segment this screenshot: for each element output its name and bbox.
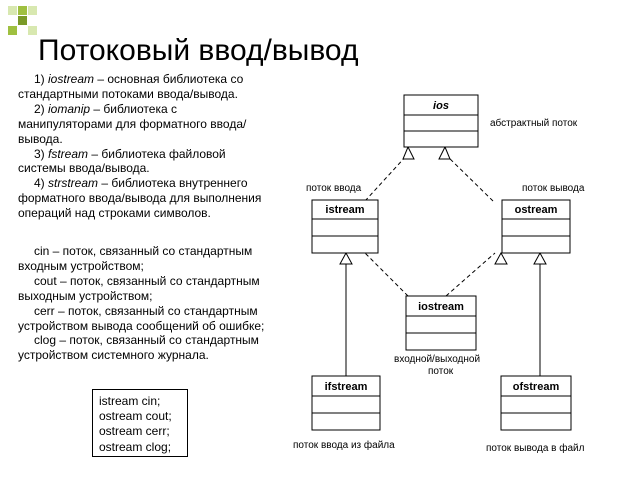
- vertical-connectors: [345, 264, 541, 376]
- label-file-output-stream: поток вывода в файл: [486, 442, 585, 454]
- class-ifstream: ifstream: [311, 375, 381, 431]
- decor-square-4: [18, 16, 27, 25]
- arrow-head: [438, 145, 451, 160]
- arrow-head: [494, 251, 508, 265]
- arrowheads: [339, 145, 547, 265]
- class-name-ofstream: ofstream: [513, 381, 560, 393]
- label-output-stream: поток вывода: [522, 183, 585, 194]
- class-istream: istream: [311, 199, 379, 254]
- decor-square-1: [8, 6, 17, 15]
- library-item: 4) strstream – библиотека внутреннего фо…: [18, 176, 262, 221]
- code-line: istream cin;: [99, 394, 161, 408]
- label-input-stream: поток ввода: [306, 183, 362, 194]
- connector-iostream-istream: [364, 252, 409, 297]
- slide-title: Потоковый ввод/вывод: [38, 34, 359, 67]
- decor-square-6: [28, 26, 37, 35]
- connectors: [364, 153, 496, 297]
- stream-item: cout – поток, связанный со стандартным в…: [18, 273, 260, 303]
- label-io-stream-line1: входной/выходной: [394, 354, 480, 365]
- label-abstract-stream: абстрактный поток: [490, 117, 578, 129]
- code-line: ostream clog;: [99, 439, 172, 454]
- class-ofstream: ofstream: [500, 375, 572, 431]
- decor-square-5: [8, 26, 17, 35]
- library-item: 3) fstream – библиотека файловой системы…: [18, 146, 226, 176]
- arrow-head: [339, 251, 353, 265]
- library-list: 1) iostream – основная библиотека со ста…: [18, 72, 266, 221]
- label-file-input-stream: поток ввода из файла: [293, 439, 395, 451]
- code-box: istream cin; ostream cout; ostream cerr;…: [92, 389, 188, 457]
- class-name-iostream: iostream: [418, 301, 464, 313]
- connector-istream-ios: [364, 153, 409, 202]
- stream-item: clog – поток, связанный со стандартным у…: [18, 333, 259, 363]
- library-item: 1) iostream – основная библиотека со ста…: [18, 72, 244, 101]
- decor-square-3: [28, 6, 37, 15]
- class-iostream: iostream: [405, 295, 477, 351]
- class-ostream: ostream: [501, 199, 571, 254]
- class-name-istream: istream: [325, 204, 364, 216]
- decor-square-2: [18, 6, 27, 15]
- code-line: ostream cout;: [99, 409, 172, 424]
- connector-iostream-ostream: [445, 252, 496, 297]
- connector-ostream-ios: [444, 153, 494, 202]
- label-io-stream-line2: поток: [428, 366, 454, 377]
- library-item: 2) iomanip – библиотека с манипуляторами…: [18, 101, 247, 146]
- class-ios: ios: [403, 94, 479, 148]
- stream-item: cin – поток, связанный со стандартным вх…: [18, 244, 253, 273]
- arrow-head: [402, 145, 415, 160]
- stream-list: cin – поток, связанный со стандартным вх…: [18, 244, 273, 363]
- arrow-head: [533, 251, 547, 265]
- class-name-ifstream: ifstream: [325, 381, 368, 393]
- code-line: ostream cerr;: [99, 424, 170, 439]
- class-name-ios: ios: [433, 100, 449, 112]
- class-name-ostream: ostream: [515, 204, 558, 216]
- stream-item: cerr – поток, связанный со стандартным у…: [18, 303, 265, 333]
